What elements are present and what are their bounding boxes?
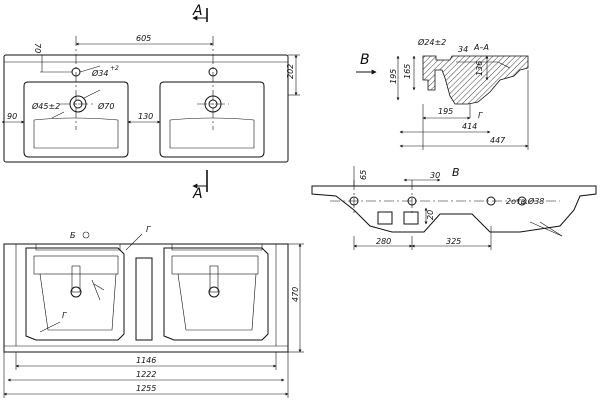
back-outline: [311, 185, 597, 233]
front-outline: [3, 54, 289, 163]
dim-90: 90: [7, 112, 17, 121]
back-dim-325: 325: [446, 237, 461, 246]
plan-dim-1255: 1255: [136, 384, 156, 393]
dim-70: 70: [33, 43, 42, 53]
plan-partition: [135, 257, 153, 341]
plan-basin-right: [163, 247, 269, 341]
section-dim-447: 447: [490, 136, 506, 145]
plan-basin-left: [25, 247, 125, 341]
section-dim-414: 414: [462, 122, 477, 131]
section-dim-165: 165: [403, 64, 412, 79]
plan-dim-470: 470: [291, 287, 300, 302]
dim-202: 202: [286, 64, 295, 79]
dim-130: 130: [138, 112, 153, 121]
dim-drain-outer: Ø70: [97, 101, 114, 111]
dim-hole-dia-tol: +2: [110, 65, 119, 72]
back-slot-right: [403, 211, 419, 225]
back-dim-65: 65: [359, 170, 368, 180]
section-mark-top: A: [192, 3, 203, 19]
plan-outline: [3, 243, 289, 353]
section-title: A–A: [473, 43, 489, 52]
plan-drain-left: [70, 286, 82, 298]
back-dim-280: 280: [376, 237, 391, 246]
plan-leader-g-left: Г: [62, 311, 67, 320]
dim-drain-inner: Ø45±2: [31, 101, 60, 111]
right-basin: [159, 81, 265, 158]
plan-dim-1222: 1222: [136, 370, 156, 379]
plan-drain-right: [208, 286, 220, 298]
back-view-title: B: [452, 166, 460, 179]
plan-dim-1146: 1146: [136, 356, 156, 365]
back-dim-30: 30: [430, 171, 440, 180]
section-hole-dia: Ø24±2: [417, 37, 446, 47]
plan-view: Б Г Г 470 1146 1222 1255: [3, 225, 304, 398]
dim-hole-dia: Ø34: [91, 68, 108, 78]
plan-label-b: Б: [70, 231, 76, 240]
section-view-arrow: B: [360, 52, 370, 68]
back-dim-20: 20: [426, 210, 435, 220]
section-dim-195h: 195: [389, 69, 398, 84]
dim-605: 605: [136, 34, 151, 43]
section-dim-34: 34: [458, 45, 468, 54]
section-view: B A–A Ø24±2 34 195 165 136 195 Г 414 447: [356, 37, 529, 150]
left-basin: [23, 81, 129, 158]
plan-leader-g-top: Г: [146, 225, 151, 234]
front-view: A A 605 70 Ø34 +2 202 90 130 Ø70 Ø45±2: [1, 3, 300, 202]
section-leader-g: Г: [478, 111, 483, 120]
section-dim-195w: 195: [438, 107, 453, 116]
back-holes-note: 2отв.Ø38: [506, 196, 544, 206]
section-mark-bottom: A: [192, 186, 203, 202]
section-profile: [422, 55, 529, 105]
back-slot-left: [377, 211, 393, 225]
section-dim-136: 136: [475, 61, 484, 76]
back-view: B 65 30 20 280 325 2отв.Ø38: [311, 166, 597, 250]
